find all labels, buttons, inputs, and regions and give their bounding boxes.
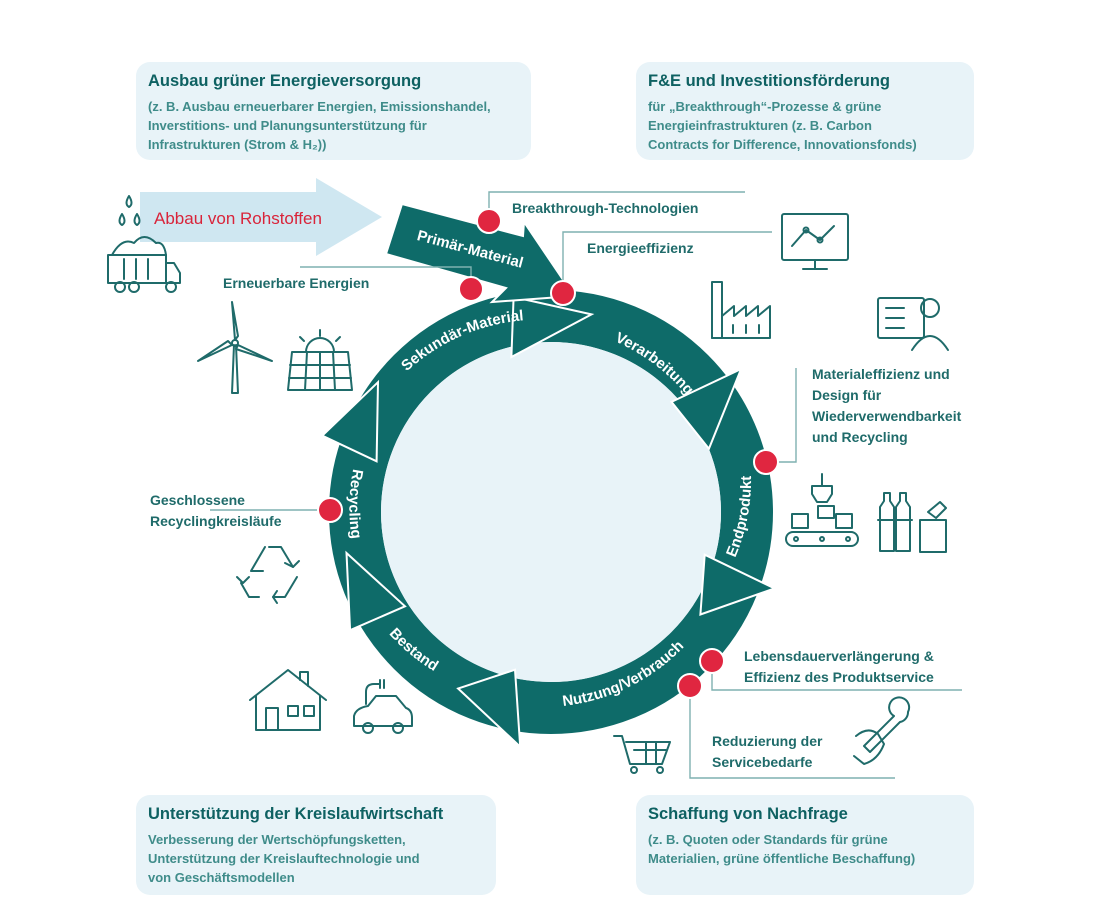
marker-energieeffizienz [550,280,576,306]
demand-creation-box: Schaffung von Nachfrage (z. B. Quoten od… [636,795,974,895]
primary-material-arrow [384,202,576,304]
solar-panel-icon [287,329,353,391]
svg-text:Recycling: Recycling [345,468,366,540]
recycle-icon [236,546,300,604]
arrowhead-nutzung [456,668,522,750]
circular-economy-title: Unterstützung der Kreislaufwirtschaft [148,805,444,823]
lever-markers [317,208,779,699]
marker-breakthrough [476,208,502,234]
arrowhead-endprodukt [699,553,777,616]
shopping-cart-icon [613,735,671,774]
water-drops-icon [118,195,141,226]
arrowhead-verarbeitung [669,367,743,451]
arrowhead-sekundaer [510,295,595,359]
factory-icon [711,281,771,339]
lever-erneuerbare: Erneuerbare Energien [223,275,370,291]
dump-truck-icon [107,236,181,293]
lever-materialeffizienz: Materialeffizienz und Design für Wiederv… [812,366,962,445]
marker-lebensdauer [699,648,725,674]
robot-arm-conveyor-icon [785,473,859,547]
arrowhead-recycling [320,379,380,463]
designer-workstation-icon [877,297,949,351]
demand-creation-text: (z. B. Quoten oder Standards für grüne M… [648,832,916,866]
marker-erneuerbare [458,276,484,302]
circular-economy-text: Verbesserung der Wertschöpfungsketten, U… [148,832,420,885]
energy-supply-box: Ausbau grüner Energieversorgung (z. B. A… [136,62,531,160]
electric-car-icon [353,679,413,734]
label-recycling: Recycling [345,468,366,540]
research-funding-text: für „Breakthrough“-Prozesse & grüne Ener… [648,99,917,152]
arrowhead-bestand [345,550,407,632]
service-wrench-icon [853,696,911,765]
lever-lebensdauer: Lebensdauerverlängerung & Effizienz des … [744,648,934,685]
marker-reduzierung [677,673,703,699]
energy-supply-title: Ausbau grüner Energieversorgung [148,72,422,90]
circular-economy-box: Unterstützung der Kreislaufwirtschaft Ve… [136,795,496,895]
inflow-arrow [140,178,382,256]
inflow-label: Abbau von Rohstoffen [154,209,322,228]
marker-materialeffizienz [753,449,779,475]
research-funding-title: F&E und Investitionsförderung [648,72,890,90]
lever-breakthrough: Breakthrough-Technologien [512,200,699,216]
research-funding-box: F&E und Investitionsförderung für „Break… [636,62,974,160]
energy-supply-text: (z. B. Ausbau erneuerbarer Energien, Emi… [148,99,491,152]
lever-energieeffizienz: Energieeffizienz [587,240,694,256]
monitor-chart-icon [781,213,849,270]
wind-turbine-icon [197,301,273,394]
lever-geschlossene: Geschlossene Recyclingkreisläufe [150,492,282,529]
lever-reduzierung: Reduzierung der Servicebedarfe [712,733,823,770]
house-icon [249,669,327,731]
bottles-icon [877,492,947,553]
demand-creation-title: Schaffung von Nachfrage [648,805,848,823]
marker-geschlossene [317,497,343,523]
